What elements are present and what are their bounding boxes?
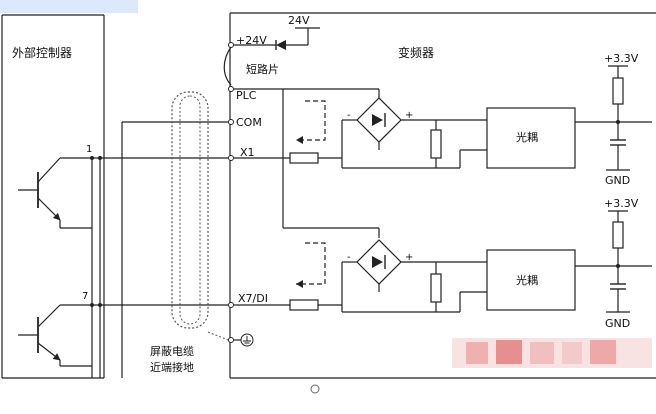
- diode-icon: [276, 40, 286, 50]
- input-channel-top: - + 光耦 +3.3V GND: [234, 52, 652, 187]
- page-indicator-icon[interactable]: [310, 384, 320, 394]
- resistor-shunt-top-icon: [430, 129, 442, 159]
- inverter-box: 变频器: [229, 12, 656, 379]
- controller-wiring: 1 7: [60, 121, 228, 378]
- svg-text:-: -: [347, 252, 351, 263]
- resistor-x1-icon: [289, 152, 319, 164]
- pullup-top-icon: [612, 77, 624, 105]
- terminal-plc: PLC: [228, 86, 283, 102]
- supply-24v-label: 24V: [288, 14, 310, 27]
- svg-text:+: +: [405, 110, 413, 121]
- controller-title: 外部控制器: [12, 45, 72, 60]
- terminal-com: COM: [228, 116, 262, 129]
- supply-24v: 24V +24V 短路片: [223, 14, 320, 86]
- pullup-bottom-icon: [612, 221, 624, 249]
- short-jumper-label: 短路片: [246, 62, 279, 76]
- vcc-top-label: +3.3V: [604, 52, 639, 65]
- external-controller-box: 外部控制器: [1, 14, 105, 379]
- optocoupler-bottom-box: [486, 249, 576, 311]
- resistor-x7-icon: [289, 299, 319, 311]
- gnd-bottom-label: GND: [605, 317, 630, 330]
- optocoupler-top-box: [486, 107, 576, 169]
- terminal-24v-label: +24V: [236, 34, 267, 47]
- cable-note-line2: 近端接地: [150, 361, 194, 374]
- terminal-com-label: COM: [236, 116, 262, 129]
- cable-note-line1: 屏蔽电缆: [150, 345, 194, 358]
- svg-text:-: -: [347, 110, 351, 121]
- terminal-x1-label: X1: [240, 146, 255, 159]
- transistor-top-icon: [18, 157, 92, 229]
- terminal-x1: X1: [228, 146, 255, 161]
- gnd-top-label: GND: [605, 174, 630, 187]
- optocoupler-bottom-label: 光耦: [516, 273, 538, 287]
- terminal-ground: [228, 333, 254, 347]
- optocoupler-top-label: 光耦: [516, 130, 538, 144]
- terminal-plc-label: PLC: [236, 89, 257, 102]
- vcc-bottom-label: +3.3V: [604, 197, 639, 210]
- resistor-shunt-bottom-icon: [430, 273, 442, 303]
- logo-strip: [0, 0, 138, 13]
- watermark-blur: [452, 338, 652, 368]
- terminal-x7-label: X7/DI: [238, 292, 268, 305]
- shielded-cable: 屏蔽电缆 近端接地: [150, 91, 229, 374]
- input-channel-bottom: - + 光耦 +3.3V GND: [234, 197, 652, 330]
- transistor-bottom-icon: [18, 304, 92, 367]
- inverter-title: 变频器: [398, 45, 434, 60]
- terminal-24v-dot: [228, 42, 234, 48]
- svg-text:+: +: [405, 252, 413, 263]
- terminal-x7: X7/DI: [228, 292, 268, 308]
- pin-7-label: 7: [82, 291, 88, 302]
- pin-1-label: 1: [86, 144, 92, 155]
- short-jumper-icon: [223, 46, 232, 86]
